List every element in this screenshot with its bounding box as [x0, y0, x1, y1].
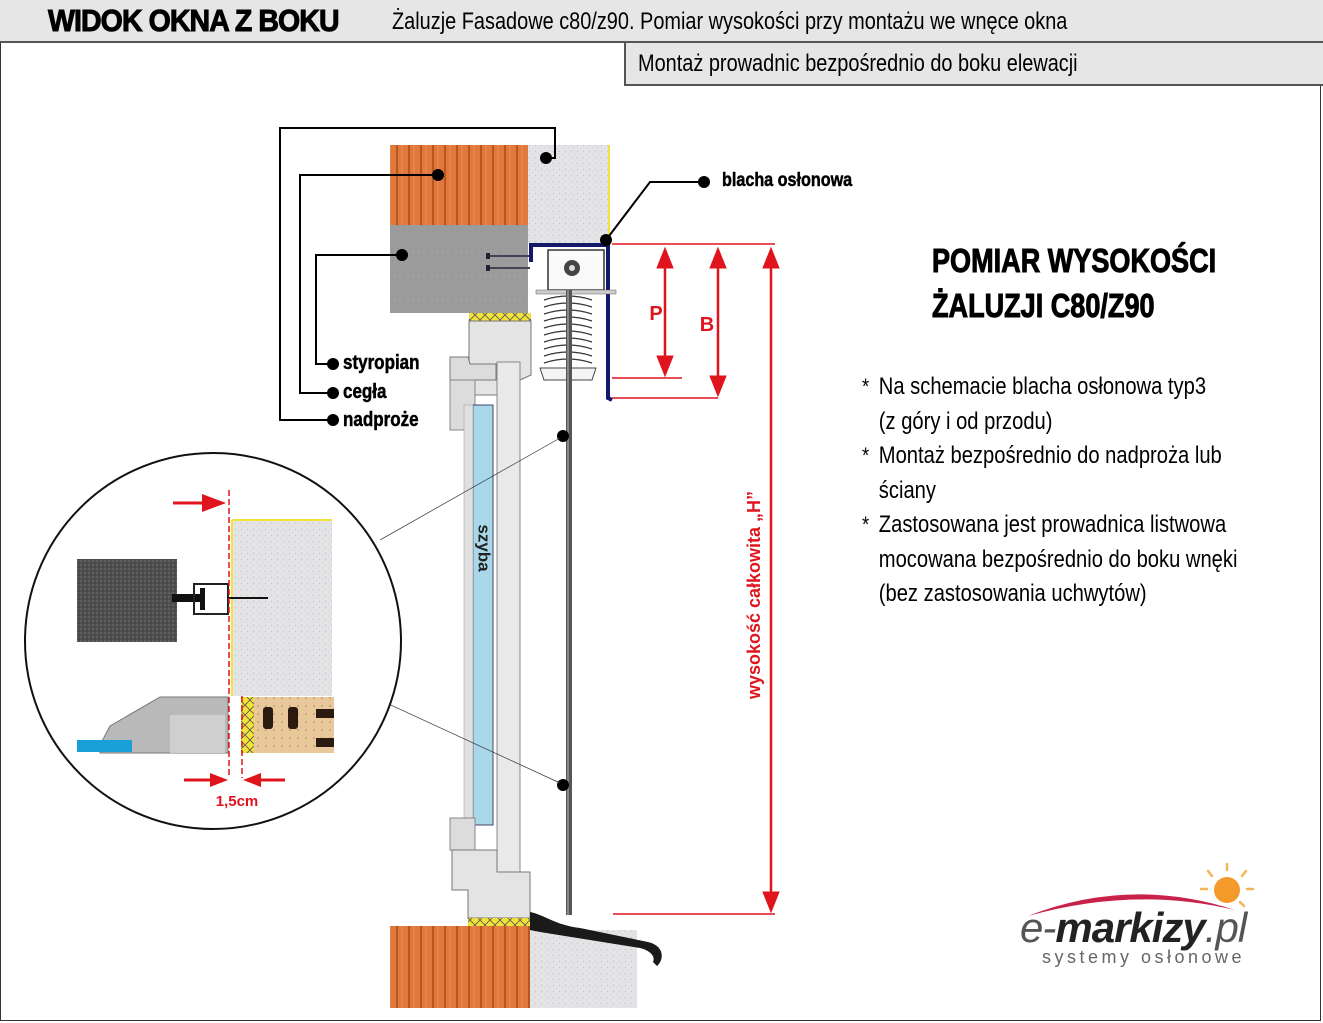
dimension-lines [612, 243, 780, 915]
logo-tagline: systemy osłonowe [1042, 947, 1246, 967]
page-subtitle: Żaluzje Fasadowe c80/z90. Pomiar wysokoś… [392, 8, 1068, 35]
info-heading-line2: ŻALUZJI C80/Z90 [932, 287, 1155, 325]
note-text: (z góry i od przodu) [878, 407, 1053, 435]
page-title: WIDOK OKNA Z BOKU [48, 3, 341, 39]
label-nadproze: nadproże [343, 409, 419, 432]
height-total-label: wysokość całkowita „H” [744, 491, 764, 700]
dim-p-label: P [649, 303, 662, 325]
mounting-note: Montaż prowadnic bezpośrednio do boku el… [638, 50, 1078, 77]
dim-b-arrow-up [709, 246, 727, 269]
label-styropian: styropian [343, 352, 420, 375]
sill-brick [390, 926, 530, 1008]
brand-logo: e-markizy.pl systemy osłonowe [1020, 862, 1270, 972]
bullet-icon: * [862, 512, 870, 537]
lintel-brick [390, 145, 528, 225]
window-sill [530, 912, 662, 966]
bullet-icon: * [862, 443, 870, 468]
logo-wordmark: e-markizy.pl [1020, 904, 1247, 951]
glass-pane [472, 404, 494, 826]
note-item: * Na schemacie blacha osłonowa typ3 (z gó… [862, 370, 1237, 439]
dim-b-arrow-down [709, 375, 727, 398]
mounting-bar: Montaż prowadnic bezpośrednio do boku el… [624, 43, 1323, 86]
note-text: (bez zastosowania uchwytów) [878, 580, 1147, 607]
glass-label: szyba [475, 524, 494, 572]
dim-b-label: B [700, 314, 714, 336]
note-text: Na schemacie blacha osłonowa typ3 [878, 373, 1207, 400]
info-notes: * Na schemacie blacha osłonowa typ3 (z gó… [862, 370, 1309, 612]
sun-icon [1199, 862, 1255, 908]
info-heading: POMIAR WYSOKOŚCI ŻALUZJI C80/Z90 [932, 238, 1217, 328]
note-text: Montaż bezpośrednio do nadproża lub [878, 442, 1222, 469]
dim-p-arrow-down [656, 355, 674, 378]
note-text: ściany [878, 476, 936, 504]
note-item: * Zastosowana jest prowadnica listwowa mo… [862, 508, 1237, 612]
title-bar: WIDOK OKNA Z BOKU Żaluzje Fasadowe c80/z… [0, 0, 1323, 43]
dim-p-arrow-up [656, 246, 674, 269]
logo-graphic [1028, 862, 1255, 916]
bullet-icon: * [862, 374, 870, 399]
dim-h-arrow-down [762, 891, 780, 914]
swoosh-icon [1028, 894, 1235, 916]
label-cegla: cegła [343, 381, 387, 404]
dim-h-arrow-up [762, 246, 780, 269]
note-text: Zastosowana jest prowadnica listwowa [878, 511, 1227, 538]
styrofoam-top [528, 145, 608, 243]
offset-arrow-icon [202, 494, 226, 512]
offset-label: 1,5cm [216, 793, 259, 810]
note-item: * Montaż bezpośrednio do nadproża lub ści… [862, 439, 1237, 508]
note-text: mocowana bezpośrednio do boku wnęki [878, 545, 1238, 573]
detail-magnifier: 1,5cm [24, 452, 402, 830]
label-blacha: blacha osłonowa [722, 170, 853, 192]
info-heading-line1: POMIAR WYSOKOŚCI [932, 242, 1217, 280]
